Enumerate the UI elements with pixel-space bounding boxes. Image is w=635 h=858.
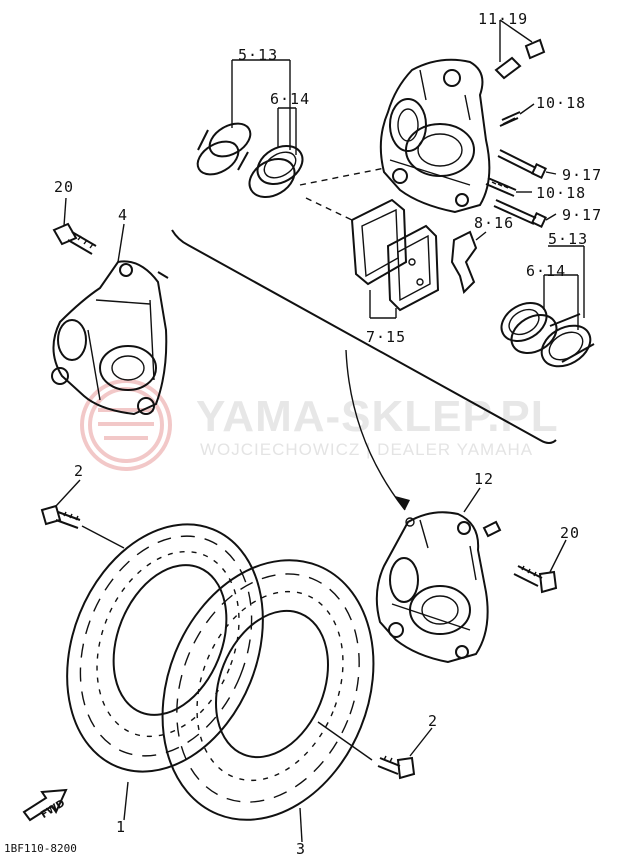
callout-9-17-lower: 9·17 <box>562 206 603 224</box>
callout-20-right: 20 <box>560 524 581 542</box>
callout-3: 3 <box>296 840 307 858</box>
callout-2-lower: 2 <box>428 712 439 730</box>
yamaha-logo-watermark <box>80 379 172 471</box>
watermark-subtitle: WOJCIECHOWICZ | DEALER YAMAHA <box>200 440 534 459</box>
callout-8-16: 8·16 <box>474 214 515 232</box>
callout-6-14-right: 6·14 <box>526 262 567 280</box>
callout-12: 12 <box>474 470 495 488</box>
callout-9-17-upper: 9·17 <box>562 166 603 184</box>
callout-4: 4 <box>118 206 129 224</box>
brake-disc-3 <box>161 559 375 821</box>
forward-arrow-icon <box>22 788 68 822</box>
callout-6-14-left: 6·14 <box>270 90 311 108</box>
pad-spring <box>450 230 487 294</box>
disc-bolt-lower <box>317 721 433 780</box>
callout-5-13-left: 5·13 <box>238 46 279 64</box>
mounting-bolt-right <box>513 539 567 594</box>
figure-code: 1BF110-8200 <box>4 842 77 855</box>
callout-7-15: 7·15 <box>366 328 407 346</box>
callout-2-upper: 2 <box>74 462 85 480</box>
brake-disc-1 <box>66 523 264 773</box>
callout-20-left: 20 <box>54 178 75 196</box>
disc-bolt-upper <box>40 479 125 549</box>
callout-10-18-lower: 10·18 <box>536 184 587 202</box>
left-piston-and-seals <box>196 59 304 198</box>
bleed-screw-top <box>494 19 546 80</box>
right-caliper <box>375 511 502 664</box>
right-piston-and-seals <box>500 245 595 368</box>
callout-11-19: 11·19 <box>478 10 529 28</box>
top-caliper-body <box>379 58 491 214</box>
brake-pads <box>350 198 440 319</box>
callout-10-18-upper: 10·18 <box>536 94 587 112</box>
mounting-bolt-left <box>52 197 97 255</box>
left-caliper <box>51 260 169 416</box>
caliper-pins-bolts <box>485 103 557 228</box>
callout-5-13-right: 5·13 <box>548 230 589 248</box>
callout-1: 1 <box>116 818 127 836</box>
